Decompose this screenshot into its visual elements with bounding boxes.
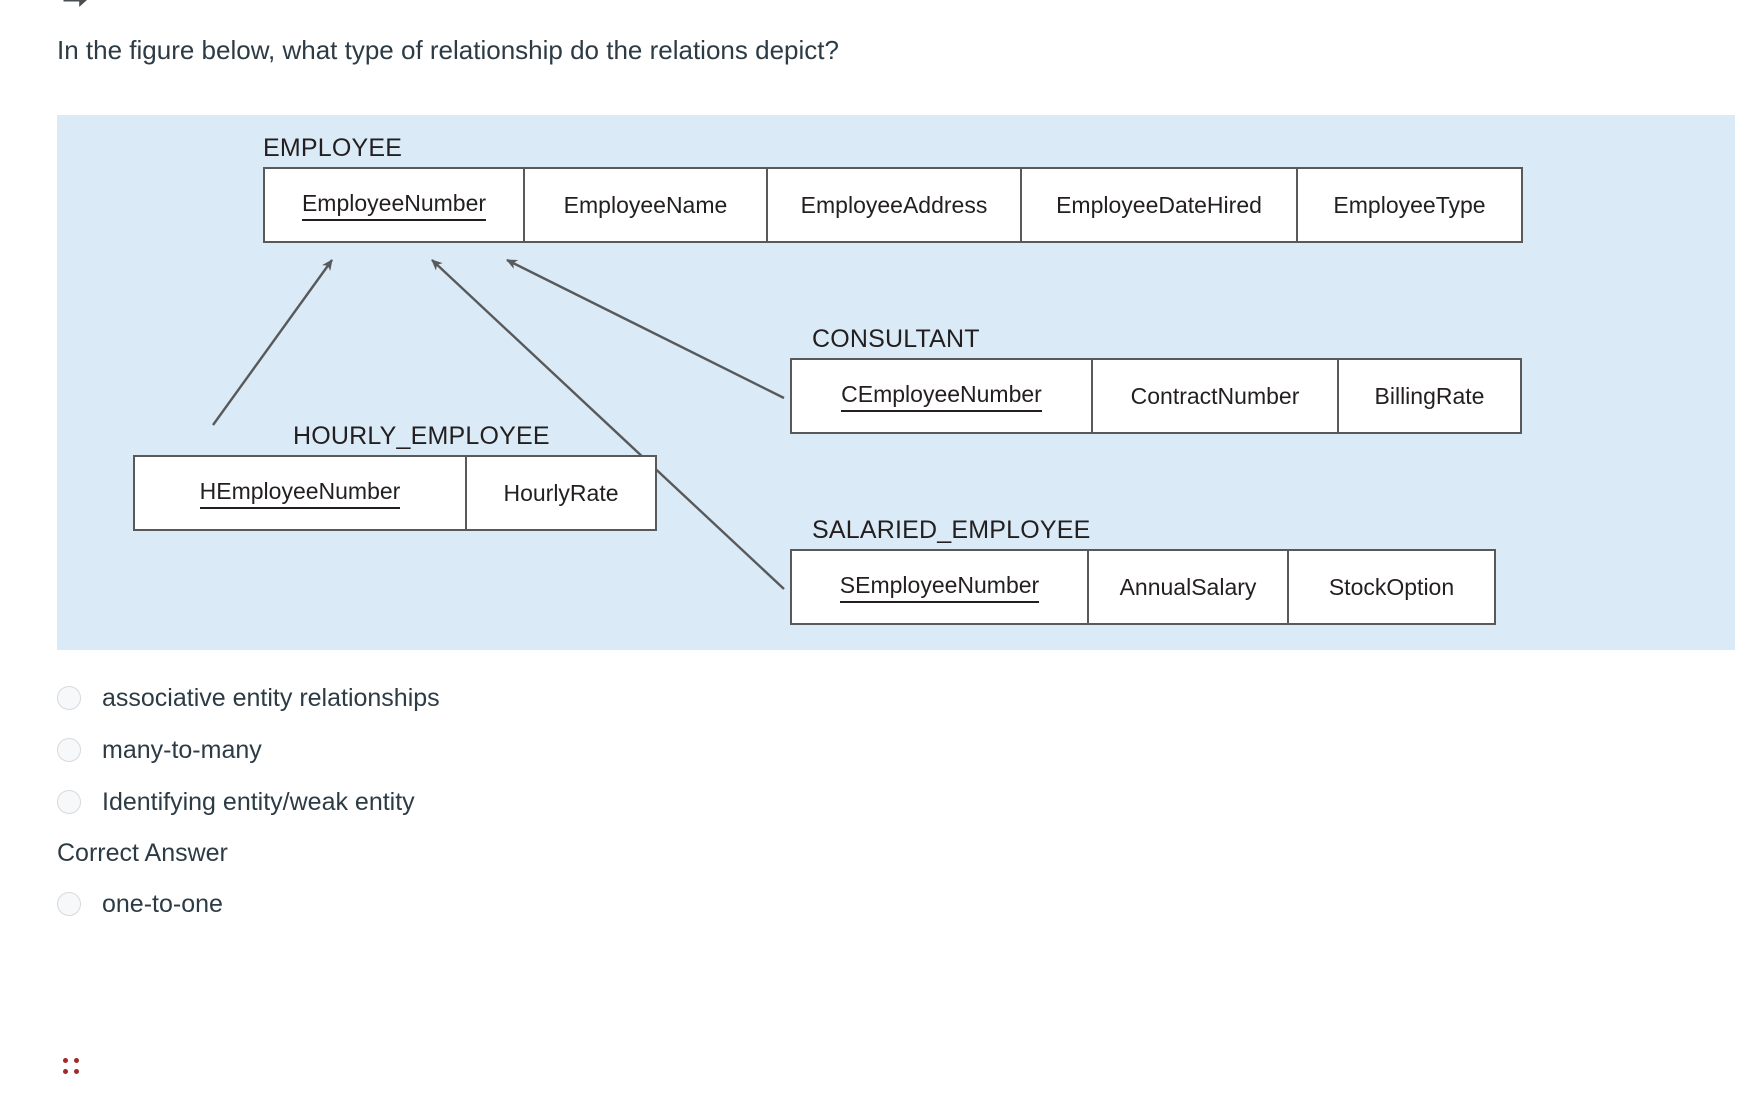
attribute-cell: EmployeeAddress <box>768 169 1022 241</box>
attribute-cell: BillingRate <box>1339 360 1520 432</box>
drag-dot <box>63 1069 68 1074</box>
relation-table-employee: EmployeeNumber EmployeeName EmployeeAddr… <box>263 167 1523 243</box>
attribute-cell: HEmployeeNumber <box>135 457 467 529</box>
attribute-label: EmployeeType <box>1333 191 1486 218</box>
attribute-label: StockOption <box>1328 573 1455 600</box>
relation-employee: EMPLOYEE EmployeeNumber EmployeeName Emp… <box>263 133 1523 243</box>
drag-dot <box>63 1058 68 1063</box>
drag-dot <box>74 1069 79 1074</box>
clipped-top-glyph: ⮕ <box>62 0 96 12</box>
drag-dot <box>74 1058 79 1063</box>
answer-option-identifying-weak-entity[interactable]: Identifying entity/weak entity <box>57 776 957 828</box>
radio-button-icon[interactable] <box>57 892 81 916</box>
answer-option-one-to-one[interactable]: one-to-one <box>57 878 957 930</box>
attribute-label: SEmployeeNumber <box>839 572 1040 603</box>
attribute-cell: EmployeeName <box>525 169 768 241</box>
relation-title-employee: EMPLOYEE <box>263 134 403 162</box>
answer-option-label: one-to-one <box>102 890 223 918</box>
attribute-label: BillingRate <box>1374 382 1485 409</box>
attribute-cell: HourlyRate <box>467 457 655 529</box>
attribute-label: EmployeeAddress <box>800 191 988 218</box>
attribute-label: EmployeeName <box>563 191 728 218</box>
attribute-cell: AnnualSalary <box>1089 551 1289 623</box>
relation-hourly-employee: HOURLY_EMPLOYEE HEmployeeNumber HourlyRa… <box>133 421 657 531</box>
relation-title-salaried-employee: SALARIED_EMPLOYEE <box>812 516 1091 544</box>
relation-salaried-employee: SALARIED_EMPLOYEE SEmployeeNumber Annual… <box>790 515 1496 625</box>
radio-button-icon[interactable] <box>57 738 81 762</box>
answer-option-many-to-many[interactable]: many-to-many <box>57 724 957 776</box>
figure-panel: EMPLOYEE EmployeeNumber EmployeeName Emp… <box>57 115 1735 650</box>
attribute-label: CEmployeeNumber <box>841 381 1042 412</box>
attribute-cell: EmployeeType <box>1298 169 1521 241</box>
answer-option-associative[interactable]: associative entity relationships <box>57 672 957 724</box>
attribute-label: EmployeeNumber <box>301 190 487 221</box>
attribute-cell: EmployeeNumber <box>265 169 525 241</box>
attribute-cell: ContractNumber <box>1093 360 1339 432</box>
relation-table-salaried-employee: SEmployeeNumber AnnualSalary StockOption <box>790 549 1496 625</box>
answer-option-label: associative entity relationships <box>102 684 440 712</box>
correct-answer-note: Correct Answer <box>57 839 228 867</box>
attribute-cell: CEmployeeNumber <box>792 360 1093 432</box>
relation-table-hourly-employee: HEmployeeNumber HourlyRate <box>133 455 657 531</box>
attribute-label: HEmployeeNumber <box>199 478 401 509</box>
attribute-cell: StockOption <box>1289 551 1494 623</box>
question-text: In the figure below, what type of relati… <box>57 35 839 65</box>
relation-table-consultant: CEmployeeNumber ContractNumber BillingRa… <box>790 358 1522 434</box>
relation-consultant: CONSULTANT CEmployeeNumber ContractNumbe… <box>790 324 1522 434</box>
answer-option-label: many-to-many <box>102 736 262 764</box>
attribute-label: AnnualSalary <box>1119 573 1257 600</box>
radio-button-icon[interactable] <box>57 686 81 710</box>
relation-title-hourly-employee: HOURLY_EMPLOYEE <box>293 422 550 450</box>
relation-title-consultant: CONSULTANT <box>812 325 980 353</box>
attribute-label: HourlyRate <box>503 479 619 506</box>
drag-dots-icon[interactable] <box>63 1058 85 1080</box>
answer-option-label: Identifying entity/weak entity <box>102 788 415 816</box>
attribute-cell: EmployeeDateHired <box>1022 169 1298 241</box>
radio-button-icon[interactable] <box>57 790 81 814</box>
answer-options: associative entity relationships many-to… <box>57 672 957 930</box>
attribute-label: ContractNumber <box>1130 382 1300 409</box>
attribute-cell: SEmployeeNumber <box>792 551 1089 623</box>
attribute-label: EmployeeDateHired <box>1056 191 1262 218</box>
